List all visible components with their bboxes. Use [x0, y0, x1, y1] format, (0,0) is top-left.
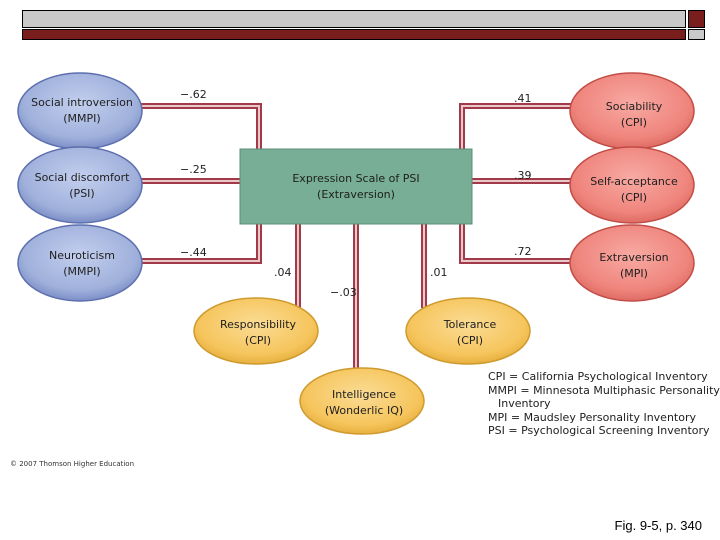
node-self-acceptance-line2: (CPI): [621, 191, 647, 204]
node-intelligence-line2: (Wonderlic IQ): [325, 404, 403, 417]
top-bar-dark-strip: [22, 29, 686, 40]
connector-sociability: [459, 103, 572, 150]
center-node-line1: Expression Scale of PSI: [292, 172, 419, 185]
corr-social-introversion: −.62: [180, 88, 207, 101]
node-responsibility: Responsibility (CPI): [193, 297, 319, 365]
node-neuroticism-line1: Neuroticism: [49, 249, 115, 262]
abbreviation-legend: CPI = California Psychological Inventory…: [488, 370, 720, 438]
connector-highlights: [138, 105, 572, 370]
copyright-notice: © 2007 Thomson Higher Education: [10, 460, 135, 468]
top-bar-corner-square-dark: [688, 10, 705, 28]
legend-line-mpi: MPI = Maudsley Personality Inventory: [488, 410, 697, 424]
corr-responsibility: .04: [274, 266, 292, 279]
node-social-discomfort-line2: (PSI): [69, 187, 94, 200]
node-extraversion-mpi-line2: (MPI): [620, 267, 648, 280]
node-responsibility-line1: Responsibility: [220, 318, 297, 331]
correlation-labels: −.62 −.25 −.44 .41 .39 .72 .04 −.03 .01: [180, 88, 532, 299]
node-responsibility-line2: (CPI): [245, 334, 271, 347]
top-bar-corner-square-light: [688, 29, 705, 40]
corr-extraversion-mpi: .72: [514, 245, 532, 258]
corr-tolerance: .01: [430, 266, 448, 279]
node-extraversion-mpi: Extraversion (MPI): [569, 224, 695, 302]
node-extraversion-mpi-line1: Extraversion: [599, 251, 668, 264]
corr-intelligence: −.03: [330, 286, 357, 299]
corr-sociability: .41: [514, 92, 532, 105]
node-social-discomfort: Social discomfort (PSI): [17, 146, 143, 224]
center-node-line2: (Extraversion): [317, 188, 395, 201]
node-neuroticism-line2: (MMPI): [63, 265, 100, 278]
node-social-introversion-line1: Social introversion: [31, 96, 133, 109]
node-self-acceptance: Self-acceptance (CPI): [569, 146, 695, 224]
corr-neuroticism: −.44: [180, 246, 207, 259]
legend-line-psi: PSI = Psychological Screening Inventory: [488, 424, 710, 437]
legend-line-mmpi: MMPI = Minnesota Multiphasic Personality: [488, 383, 720, 397]
legend-line-mmpi-cont: Inventory: [498, 397, 551, 410]
node-tolerance-line1: Tolerance: [443, 318, 497, 331]
node-intelligence-line1: Intelligence: [332, 388, 396, 401]
node-sociability-line2: (CPI): [621, 116, 647, 129]
node-tolerance: Tolerance (CPI): [405, 297, 531, 365]
slide-top-bar: [22, 10, 705, 40]
node-neuroticism: Neuroticism (MMPI): [17, 224, 143, 302]
center-node: Expression Scale of PSI (Extraversion): [239, 148, 473, 225]
node-sociability: Sociability (CPI): [569, 72, 695, 150]
corr-self-acceptance: .39: [514, 169, 532, 182]
node-self-acceptance-line1: Self-acceptance: [590, 175, 678, 188]
top-bar-light-strip: [22, 10, 686, 28]
node-tolerance-line2: (CPI): [457, 334, 483, 347]
node-social-discomfort-line1: Social discomfort: [35, 171, 130, 184]
figure-caption: Fig. 9-5, p. 340: [614, 518, 702, 533]
connector-social-introversion: [138, 103, 262, 150]
legend-line-cpi: CPI = California Psychological Inventory: [488, 370, 708, 383]
node-intelligence: Intelligence (Wonderlic IQ): [299, 367, 425, 435]
corr-social-discomfort: −.25: [180, 163, 207, 176]
node-social-introversion-line2: (MMPI): [63, 112, 100, 125]
node-sociability-line1: Sociability: [606, 100, 663, 113]
node-social-introversion: Social introversion (MMPI): [17, 72, 143, 150]
